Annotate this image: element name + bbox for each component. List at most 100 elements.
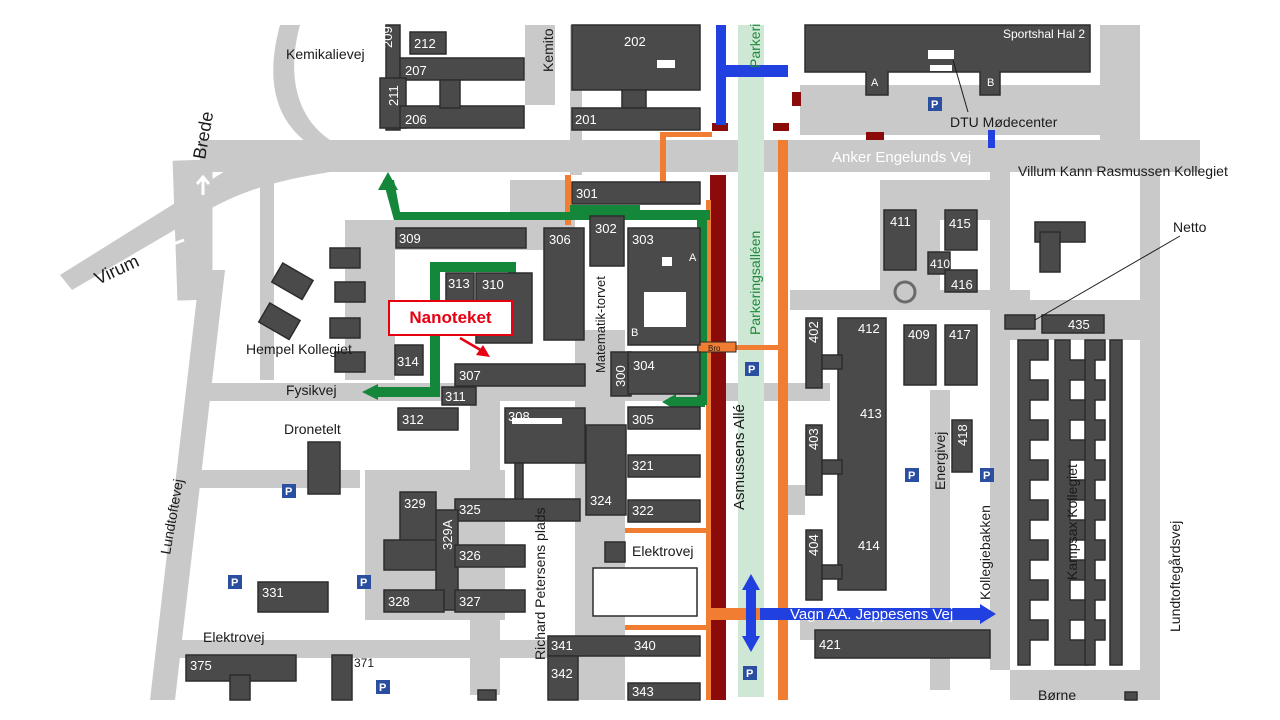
- building-314: 314: [397, 354, 419, 369]
- street-fysikvej: Fysikvej: [286, 382, 337, 398]
- building-306: 306: [549, 232, 571, 247]
- building-202: 202: [624, 34, 646, 49]
- street-kemikalievej: Kemikalievej: [286, 46, 365, 62]
- parking-icon: P: [228, 575, 242, 589]
- street-asmussens-alle: Asmussens Allé: [731, 404, 748, 510]
- building-labels: 209 212 207 211 206 202 201 301 302 303 …: [190, 26, 1090, 699]
- svg-text:P: P: [231, 577, 238, 589]
- building-303-b: B: [631, 327, 638, 339]
- building-308: 308: [508, 409, 530, 424]
- building-329: 329: [404, 496, 426, 511]
- building-340: 340: [634, 638, 656, 653]
- building-207: 207: [405, 63, 427, 78]
- building-409: 409: [908, 327, 930, 342]
- building-331: 331: [262, 585, 284, 600]
- place-borne: Børne: [1038, 687, 1076, 703]
- street-elektrovej: Elektrovej: [632, 543, 693, 559]
- building-313: 313: [448, 276, 470, 291]
- street-elektrovej-2: Elektrovej: [203, 629, 264, 645]
- building-402: 402: [806, 321, 821, 343]
- building-412: 412: [858, 321, 880, 336]
- place-villum-kann-rasmussen: Villum Kann Rasmussen Kollegiet: [1018, 163, 1228, 179]
- building-417: 417: [949, 327, 971, 342]
- building-201: 201: [575, 112, 597, 127]
- building-301: 301: [576, 186, 598, 201]
- building-415: 415: [949, 216, 971, 231]
- svg-text:P: P: [748, 364, 755, 376]
- parking-icon: P: [745, 362, 759, 376]
- place-kampsax-kollegiet: Kampsax Kollegiet: [1064, 464, 1080, 580]
- building-307: 307: [459, 368, 481, 383]
- building-416: 416: [951, 277, 973, 292]
- building-325: 325: [459, 502, 481, 517]
- building-304: 304: [633, 358, 655, 373]
- nanoteket-highlight-label: Nanoteket: [388, 300, 513, 336]
- buildings: [185, 24, 1138, 701]
- building-311: 311: [445, 389, 466, 404]
- parking-icon: P: [376, 680, 390, 694]
- sportshal-b: B: [987, 77, 994, 89]
- building-212: 212: [414, 36, 436, 51]
- building-328: 328: [388, 594, 410, 609]
- street-parkering-top: Parkeri: [747, 24, 763, 68]
- street-parkeringsalleen: Parkeringsalléen: [747, 231, 763, 335]
- nanoteket-pointer-arrow-icon: [459, 336, 490, 357]
- parking-icon: P: [905, 468, 919, 482]
- parking-icon: P: [980, 468, 994, 482]
- building-371: 371: [354, 656, 374, 670]
- building-206: 206: [405, 112, 427, 127]
- building-403: 403: [806, 428, 821, 450]
- parking-icon: P: [743, 666, 757, 680]
- street-lundtoftegaardsvej: Lundtoftegårdsvej: [1167, 521, 1183, 632]
- building-327: 327: [459, 594, 481, 609]
- street-kemito: Kemito: [540, 28, 556, 72]
- parking-icon: P: [282, 484, 296, 498]
- building-324: 324: [590, 493, 612, 508]
- building-413: 413: [860, 406, 882, 421]
- street-kollegiebakken: Kollegiebakken: [977, 505, 993, 600]
- building-321: 321: [632, 458, 654, 473]
- svg-text:P: P: [360, 577, 367, 589]
- building-303: 303: [632, 232, 654, 247]
- building-404: 404: [806, 534, 821, 556]
- building-435: 435: [1068, 317, 1090, 332]
- building-312: 312: [402, 412, 424, 427]
- street-energivej: Energivej: [932, 432, 948, 490]
- place-sportshal: Sportshal Hal 2: [1003, 27, 1085, 41]
- street-anker-engelunds-vej: Anker Engelunds Vej: [832, 149, 971, 166]
- building-326: 326: [459, 548, 481, 563]
- building-305: 305: [632, 412, 654, 427]
- place-hempel-kollegiet: Hempel Kollegiet: [246, 341, 352, 357]
- place-dronetelt: Dronetelt: [284, 421, 341, 437]
- svg-text:P: P: [931, 99, 938, 111]
- building-209: 209: [380, 26, 395, 48]
- street-matematik-torvet: Matematik-torvet: [593, 276, 608, 373]
- building-421: 421: [819, 637, 841, 652]
- place-labels: Sportshal Hal 2 DTU Mødecenter Villum Ka…: [246, 27, 1228, 703]
- building-309: 309: [399, 231, 421, 246]
- svg-text:P: P: [379, 682, 386, 694]
- building-329a: 329A: [440, 519, 455, 550]
- svg-text:P: P: [983, 470, 990, 482]
- roundabout-icon: [893, 280, 917, 304]
- place-netto: Netto: [1173, 219, 1207, 235]
- building-342: 342: [551, 666, 573, 681]
- building-341: 341: [551, 638, 573, 653]
- parking-signs: P P P P P P P P P: [228, 97, 994, 694]
- building-302: 302: [595, 221, 617, 236]
- street-vagn-aa-jeppesens-vej: Vagn AA. Jeppesens Vej: [790, 606, 953, 623]
- building-375: 375: [190, 658, 212, 673]
- building-418: 418: [955, 424, 970, 446]
- sportshal-a: A: [871, 77, 879, 89]
- svg-text:P: P: [285, 486, 292, 498]
- parking-icon: P: [357, 575, 371, 589]
- place-bro: Bro: [708, 344, 721, 353]
- parking-icon: P: [928, 97, 942, 111]
- building-411: 411: [890, 214, 911, 229]
- building-414: 414: [858, 538, 880, 553]
- svg-text:P: P: [746, 668, 753, 680]
- arrow-icon: [164, 174, 211, 253]
- building-343: 343: [632, 684, 654, 699]
- building-211: 211: [386, 85, 401, 106]
